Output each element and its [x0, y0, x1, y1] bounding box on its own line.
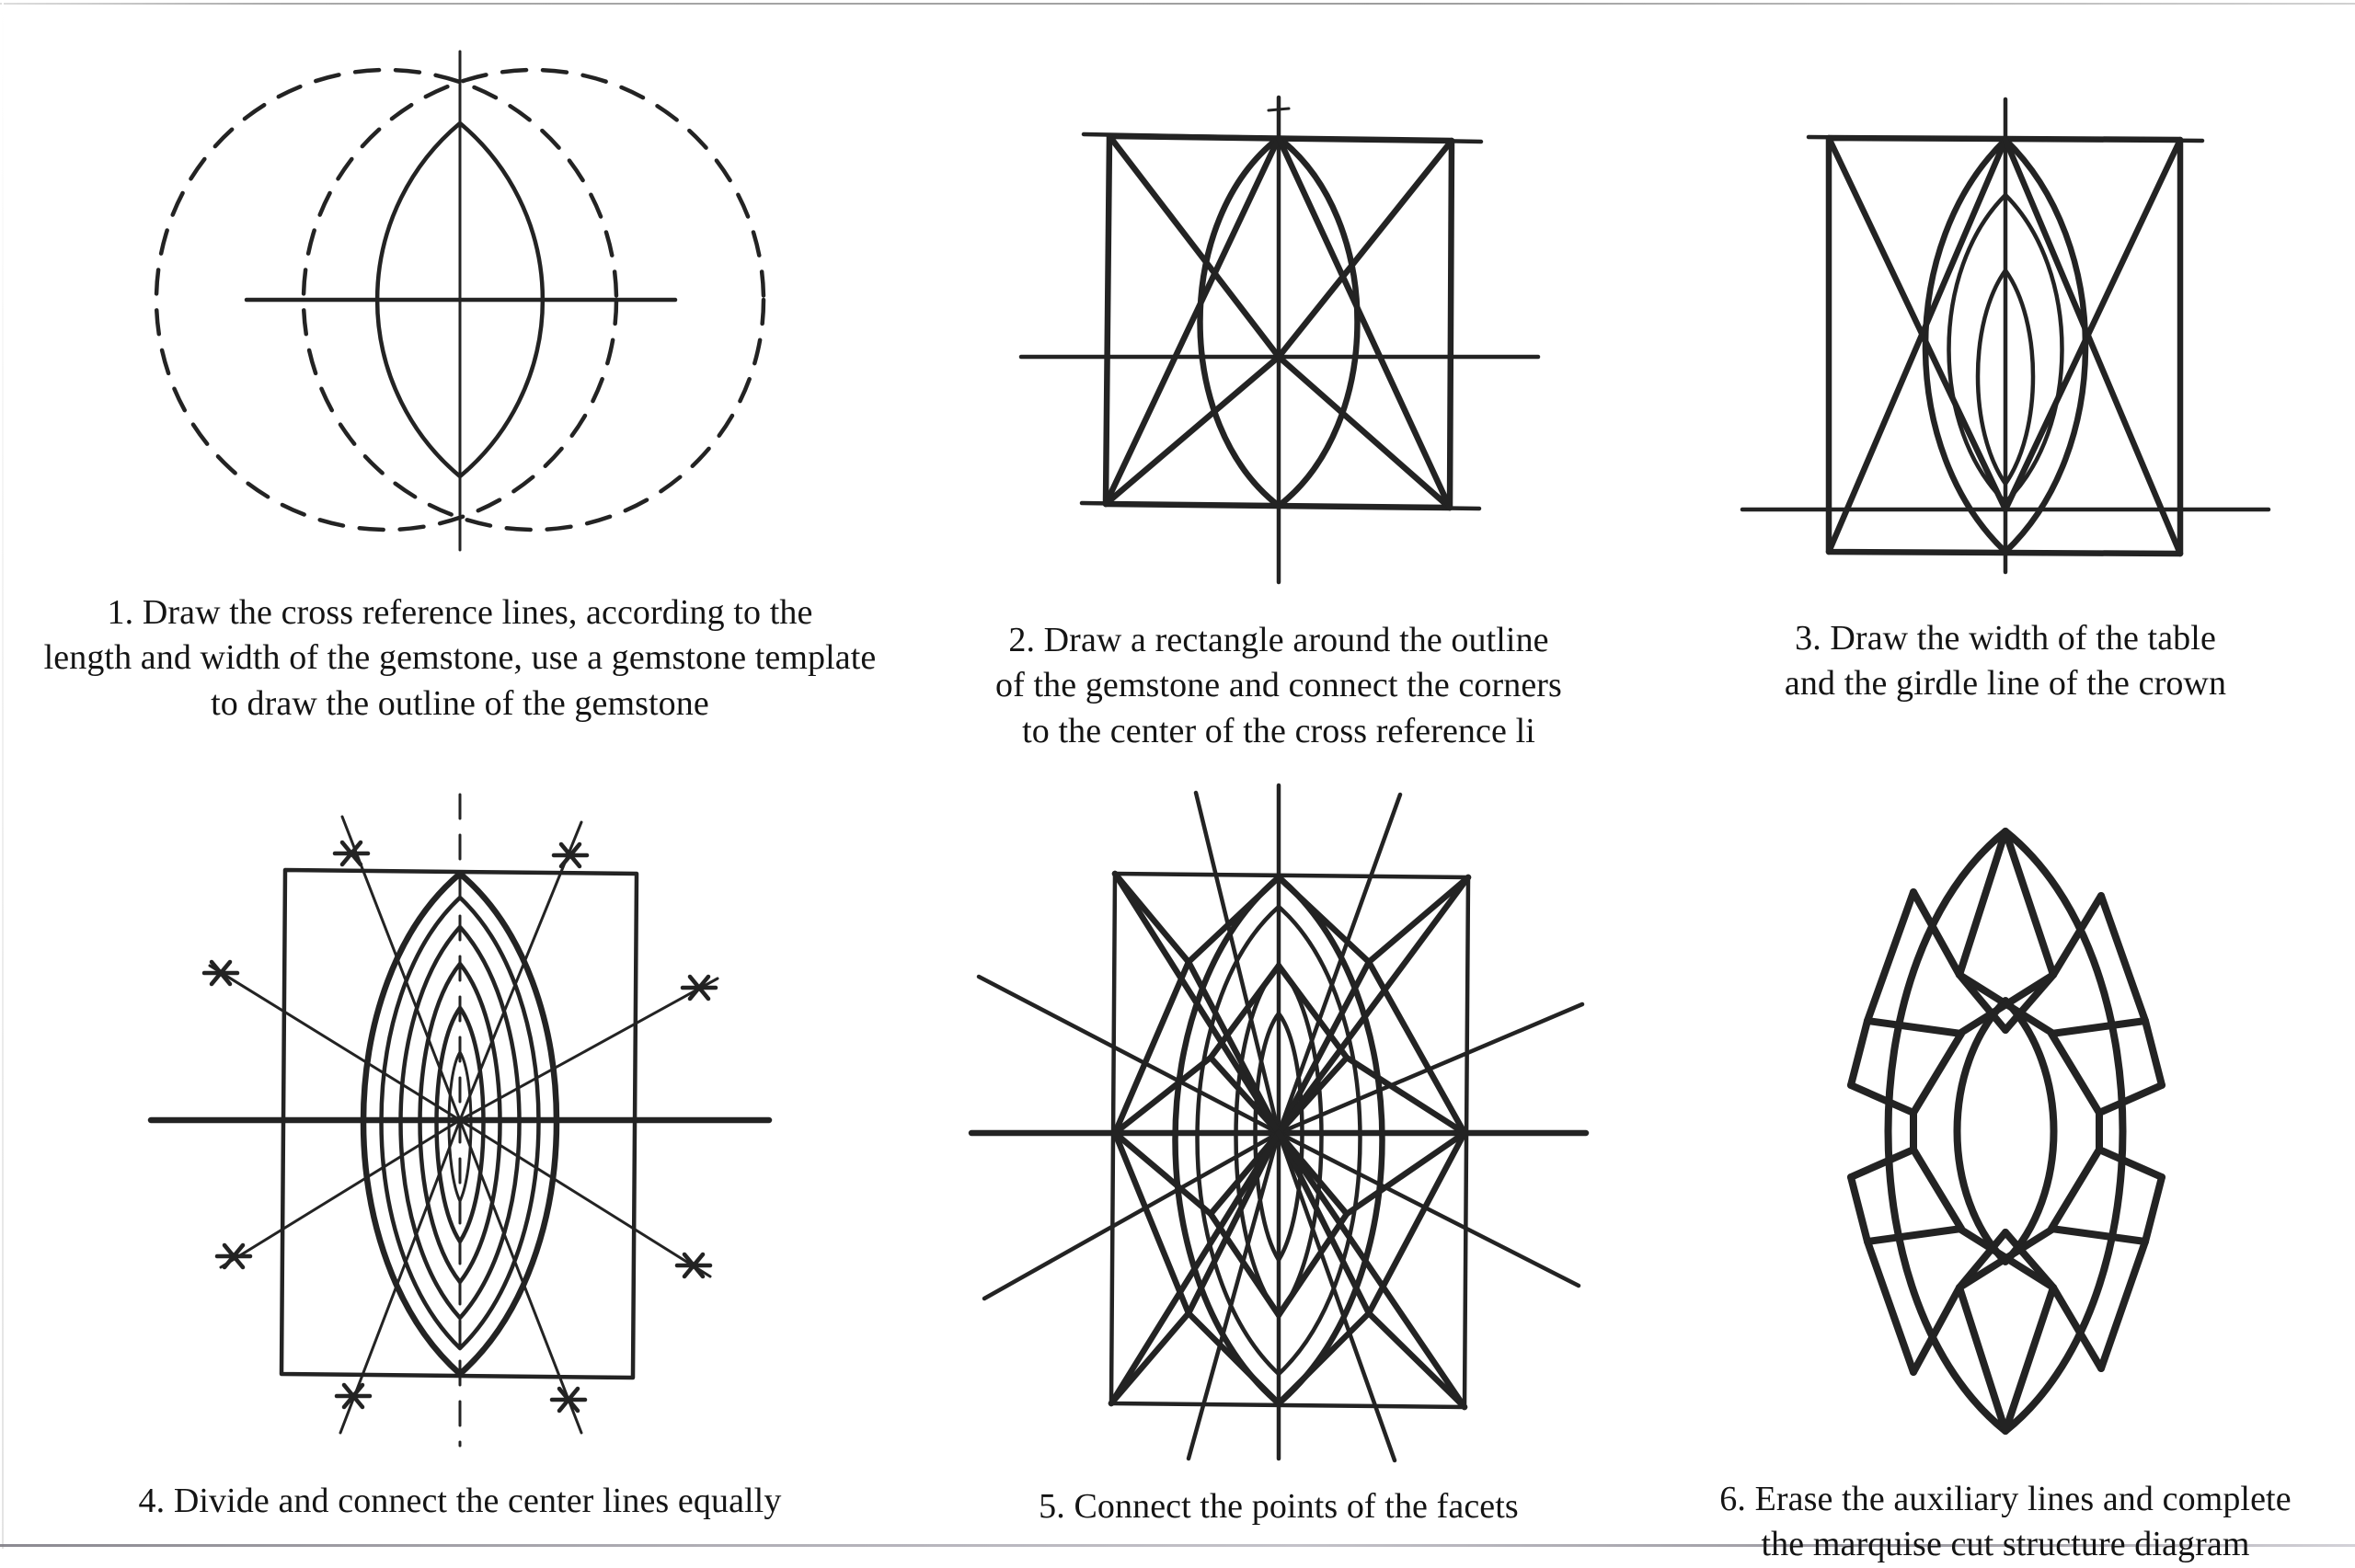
step-1-caption: 1. Draw the cross reference lines, accor… — [43, 593, 877, 723]
corner-to-center-diagonals — [1825, 134, 2184, 557]
nested-marquise-curves — [360, 870, 560, 1378]
step-panel-1: 1. Draw the cross reference lines, accor… — [0, 0, 920, 773]
star-facets — [1956, 828, 2057, 1435]
dashed-circle-right — [301, 67, 766, 532]
girdle-line-curve — [1947, 192, 2064, 505]
step-panel-4: 4. Divide and connect the center lines e… — [0, 773, 920, 1549]
radiating-division-lines — [976, 790, 1585, 1463]
marquise-outline — [1922, 136, 2089, 555]
marquise-outline — [374, 120, 546, 479]
step-5-figure — [968, 783, 1590, 1463]
step-4-figure — [147, 793, 773, 1448]
step-panel-2: 2. Draw a rectangle around the outline o… — [920, 0, 1637, 773]
step-5-caption: 5. Connect the points of the facets — [1039, 1487, 1519, 1526]
table-width-curve — [1975, 268, 2036, 486]
scan-edge-top — [0, 3, 2355, 5]
bounding-rectangle — [279, 867, 639, 1380]
step-6-figure — [1847, 828, 2165, 1435]
table-facet — [1953, 997, 2058, 1265]
radiating-division-lines — [208, 815, 719, 1435]
scan-edge-bottom — [0, 1544, 2355, 1547]
step-2-figure — [1018, 95, 1541, 585]
step-2-caption: 2. Draw a rectangle around the outline o… — [995, 621, 1562, 750]
division-tick-marks — [201, 840, 718, 1413]
upper-girdle-facets — [1847, 1017, 2165, 1245]
facet-connection-lines — [1108, 870, 1472, 1411]
step-panel-3: 3. Draw the width of the table and the g… — [1637, 0, 2355, 773]
step-1-figure — [154, 50, 766, 552]
step-3-figure — [1740, 97, 2271, 575]
step-4-caption: 4. Divide and connect the center lines e… — [138, 1482, 782, 1520]
marquise-outline — [1197, 134, 1361, 509]
top-tick-mark — [1267, 107, 1291, 112]
step-panel-5: 5. Connect the points of the facets — [920, 773, 1637, 1549]
corner-to-center-diagonals — [1102, 132, 1455, 511]
step-panel-6: 6. Erase the auxiliary lines and complet… — [1637, 773, 2355, 1563]
step-3-caption: 3. Draw the width of the table and the g… — [1784, 619, 2227, 704]
bezel-facets — [1864, 888, 2149, 1376]
step-6-caption: 6. Erase the auxiliary lines and complet… — [1719, 1480, 2292, 1564]
marquise-outline — [360, 870, 560, 1378]
scan-edge-left — [2, 0, 4, 1549]
